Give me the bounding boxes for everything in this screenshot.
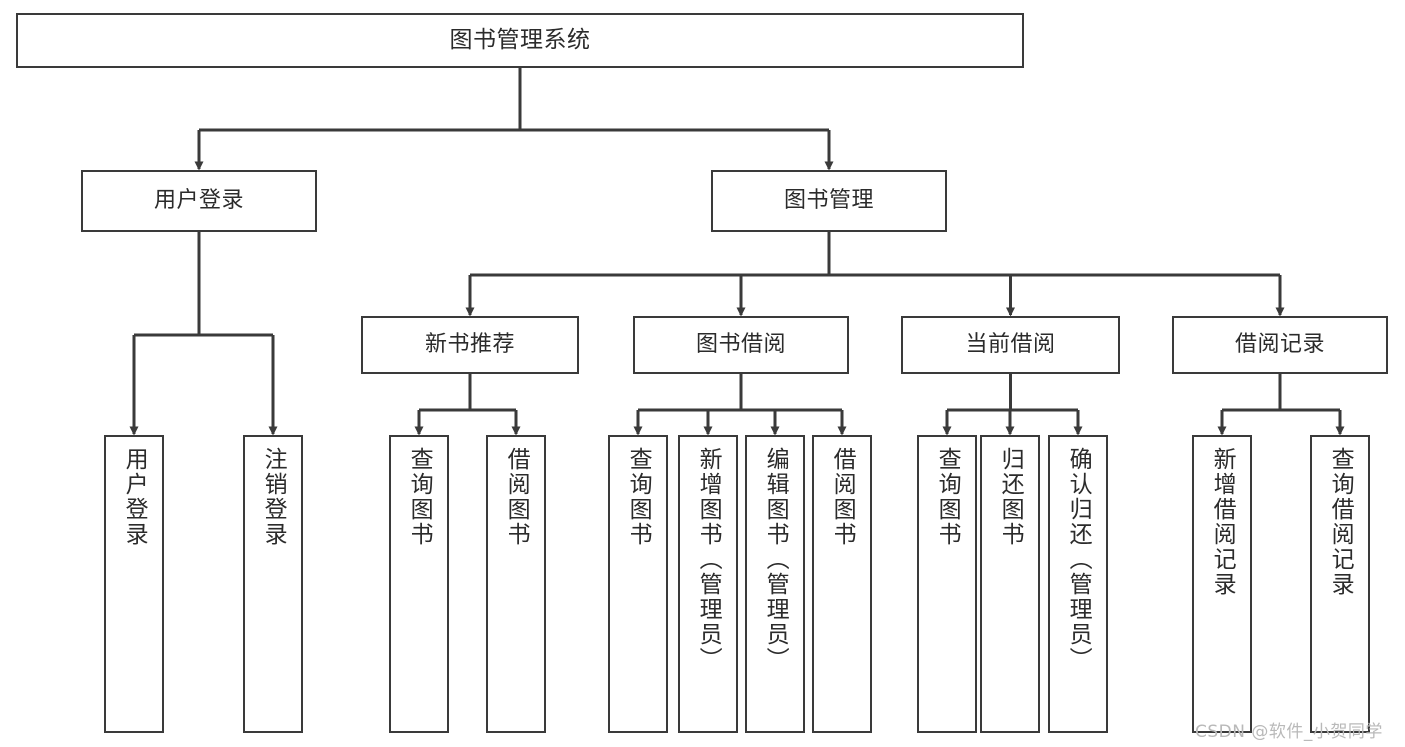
- node-bb-query-book[interactable]: 查询图书: [608, 435, 668, 733]
- node-user-login[interactable]: 用户登录: [81, 170, 317, 232]
- node-label: 新书推荐: [424, 332, 515, 358]
- node-book-borrow[interactable]: 图书借阅: [633, 316, 849, 374]
- node-br-add-record[interactable]: 新增借阅记录: [1192, 435, 1252, 733]
- node-user-logout[interactable]: 注销登录: [243, 435, 303, 733]
- node-label: 当前借阅: [965, 332, 1056, 358]
- node-label: 图书借阅: [695, 332, 786, 358]
- node-cb-confirm-return-admin[interactable]: 确认归还（管理员）: [1048, 435, 1108, 733]
- csdn-watermark: CSDN @软件_小贺同学: [1195, 722, 1383, 742]
- node-bb-edit-book-admin[interactable]: 编辑图书（管理员）: [745, 435, 805, 733]
- node-bb-borrow-book[interactable]: 借阅图书: [812, 435, 872, 733]
- node-label: 查询图书: [934, 447, 961, 547]
- node-nb-query-book[interactable]: 查询图书: [389, 435, 449, 733]
- node-label: 查询图书: [406, 447, 433, 547]
- node-current-borrow[interactable]: 当前借阅: [901, 316, 1120, 374]
- node-cb-query-book[interactable]: 查询图书: [917, 435, 977, 733]
- node-label: 注销登录: [260, 447, 287, 547]
- node-label: 新增图书（管理员）: [695, 447, 722, 672]
- node-user-login-do[interactable]: 用户登录: [104, 435, 164, 733]
- node-label: 查询图书: [625, 447, 652, 547]
- node-label: 用户登录: [121, 447, 148, 547]
- node-label: 图书管理: [783, 188, 874, 214]
- node-label: 查询借阅记录: [1327, 447, 1354, 597]
- node-label: 归还图书: [997, 447, 1024, 547]
- node-book-manage[interactable]: 图书管理: [711, 170, 947, 232]
- node-label: 确认归还（管理员）: [1065, 447, 1092, 672]
- node-bb-add-book-admin[interactable]: 新增图书（管理员）: [678, 435, 738, 733]
- node-root[interactable]: 图书管理系统: [16, 13, 1024, 68]
- node-label: 图书管理系统: [449, 27, 591, 54]
- node-new-book-recommend[interactable]: 新书推荐: [361, 316, 579, 374]
- node-cb-return-book[interactable]: 归还图书: [980, 435, 1040, 733]
- node-label: 借阅图书: [503, 447, 530, 547]
- node-label: 用户登录: [153, 188, 244, 214]
- node-label: 新增借阅记录: [1209, 447, 1236, 597]
- node-label: 编辑图书（管理员）: [762, 447, 789, 672]
- node-borrow-records[interactable]: 借阅记录: [1172, 316, 1388, 374]
- node-label: 借阅记录: [1234, 332, 1325, 358]
- node-nb-borrow-book[interactable]: 借阅图书: [486, 435, 546, 733]
- node-br-query-record[interactable]: 查询借阅记录: [1310, 435, 1370, 733]
- node-label: 借阅图书: [829, 447, 856, 547]
